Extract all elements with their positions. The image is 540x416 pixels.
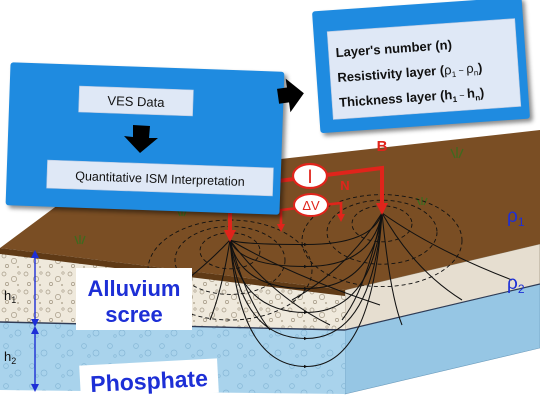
thickness-label: Thickness layer (h1 ~ hn) (339, 85, 485, 112)
field-line (229, 212, 383, 269)
thickness-subn: n (475, 93, 481, 102)
field-line (229, 212, 383, 369)
right-arrow (277, 78, 304, 113)
rho2-label: ρ2 (507, 273, 525, 296)
h2-subscript: 2 (11, 356, 16, 366)
thickness-end: ) (479, 85, 484, 100)
field-line (209, 239, 231, 321)
resistivity-label: Resistivity layer (ρ1 ~ ρn) (337, 60, 483, 87)
resistivity-symbol: ρ (444, 62, 452, 77)
field-line (229, 239, 381, 306)
electrode-n-label: N (340, 178, 349, 193)
field-line (229, 212, 383, 341)
current-label: I (307, 167, 312, 188)
resistivity-symbol-n: ρ (466, 61, 474, 76)
resistivity-end: ) (477, 60, 482, 75)
field-line (381, 212, 403, 326)
h2-arrow-top (31, 326, 39, 334)
layer-boundary-side (344, 283, 540, 331)
electrode-b-label: B (377, 138, 388, 155)
alluvium-label-line1: Alluvium (88, 276, 181, 301)
resistivity-subn: n (474, 68, 479, 77)
rho1-subscript: 1 (518, 215, 525, 229)
rho2-symbol: ρ (507, 273, 518, 294)
ves-data-label: VES Data (107, 93, 165, 110)
grass-tuft (74, 235, 86, 245)
results-inner-box (326, 18, 522, 120)
h2-symbol: h (4, 349, 11, 364)
layer-labels: ρ1 ρ2 h1 h2 Alluvium scree Phosphate (4, 206, 525, 400)
thickness-text: Thickness layer ( (339, 88, 446, 110)
electrode-b-tip (376, 203, 388, 215)
down-arrow (124, 125, 158, 153)
ammeter-symbol (291, 162, 329, 190)
ism-method-box (46, 159, 274, 197)
grass-tuft (450, 147, 464, 159)
h2-label: h2 (4, 349, 16, 366)
h1-arrow-top (31, 250, 39, 258)
field-line (341, 212, 383, 321)
h1-label: h1 (4, 288, 16, 305)
ves-data-box (78, 85, 194, 117)
ism-method-label: Quantitative ISM Interpretation (75, 169, 245, 189)
rho2-subscript: 2 (518, 282, 525, 296)
field-lines (147, 194, 513, 369)
alluvium-label-line2: scree (105, 302, 163, 327)
h1-arrow-bottom (31, 319, 39, 327)
flow-boxes: VES Data Quantitative ISM Interpretation… (5, 0, 530, 215)
rho1-symbol: ρ (507, 206, 518, 227)
resistivity-sub1: 1 (452, 70, 458, 79)
phosphate-label-plate (79, 358, 219, 400)
rho1-label: ρ1 (507, 206, 525, 229)
alluvium-label-plate (76, 268, 192, 330)
thickness-sub1: 1 (452, 95, 458, 104)
electrode-a-tip (224, 230, 236, 242)
h1-symbol: h (4, 288, 11, 303)
field-line (229, 239, 331, 326)
electrode-n-tip (337, 214, 345, 222)
voltmeter-symbol (293, 193, 329, 217)
h1-subscript: 1 (11, 295, 16, 305)
phosphate-label: Phosphate (90, 365, 209, 397)
h2-arrow-bottom (31, 384, 39, 392)
electrode-m-tip (277, 224, 285, 232)
resistivity-sep: ~ (456, 65, 467, 76)
field-line (381, 212, 513, 281)
potential-label: ΔV (302, 198, 320, 213)
thickness-symbol: h (444, 87, 453, 103)
thickness-symbol-n: h (466, 86, 475, 102)
thickness-sep: ~ (457, 90, 468, 101)
field-line (381, 212, 463, 301)
resistivity-text: Resistivity layer ( (337, 63, 445, 85)
field-line (291, 212, 383, 301)
field-line (229, 212, 383, 291)
